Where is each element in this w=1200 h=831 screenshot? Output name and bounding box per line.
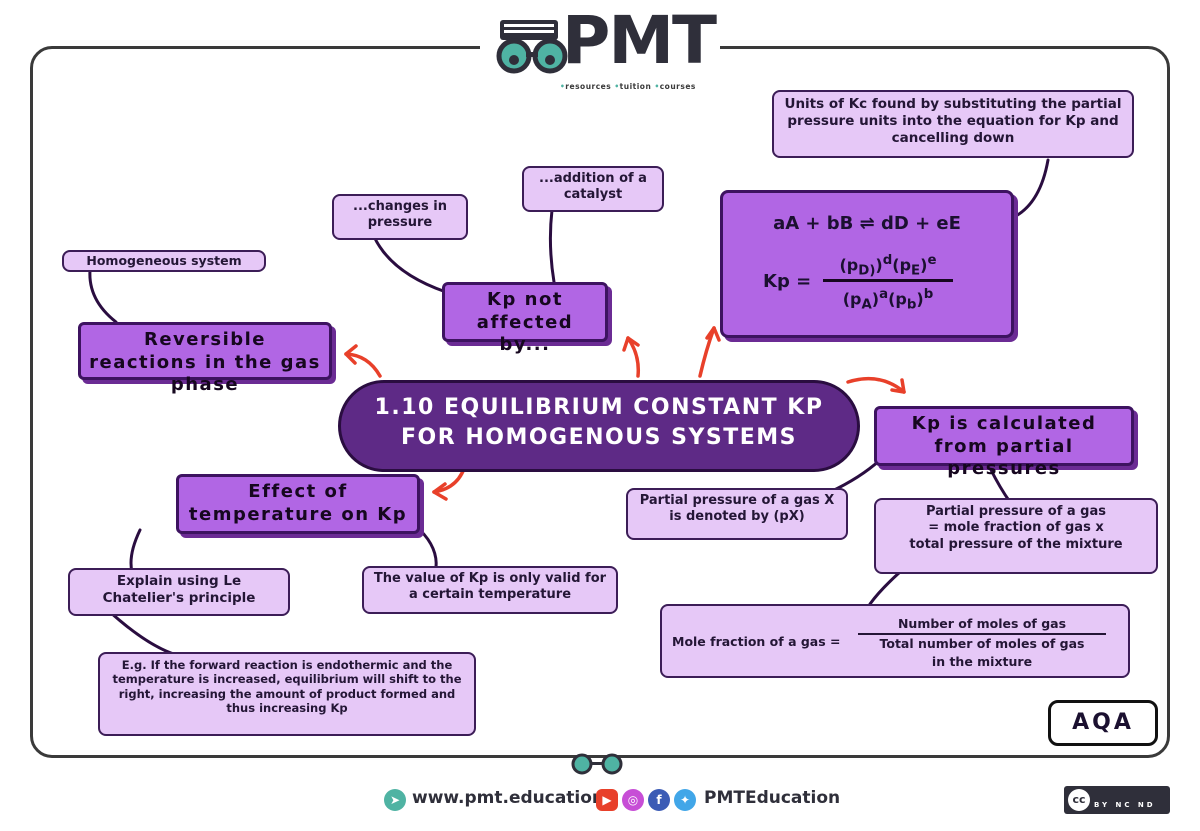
- kp-denominator: (pA)a(pb)b: [842, 287, 934, 313]
- reaction-equation: aA + bB ⇌ dD + eE: [773, 213, 961, 234]
- units-of-kc-note: Units of Kc found by substituting the pa…: [772, 90, 1134, 158]
- kp-equation-box: aA + bB ⇌ dD + eE Kp = (pD))d(pE)e (pA)a…: [720, 190, 1014, 338]
- fraction-bar: [823, 279, 953, 282]
- partial-pressures-box: Kp is calculated from partial pressures: [874, 406, 1134, 479]
- glasses-icon: [571, 753, 623, 775]
- website-link[interactable]: www.pmt.education: [412, 788, 605, 808]
- pmt-logo-glasses-icon: [496, 20, 568, 74]
- cursor-icon: ➤: [384, 789, 406, 811]
- mole-fraction-note: Mole fraction of a gas = Number of moles…: [660, 604, 1130, 678]
- instagram-icon[interactable]: ◎: [622, 789, 644, 811]
- reversible-reactions-box: Reversible reactions in the gas phase: [78, 322, 332, 395]
- endothermic-example-note: E.g. If the forward reaction is endother…: [98, 652, 476, 736]
- logo-tagline: •resources •tuition •courses: [560, 82, 696, 91]
- twitter-icon[interactable]: ✦: [674, 789, 696, 811]
- logo-text: PMT: [562, 2, 717, 79]
- youtube-icon[interactable]: ▶: [596, 789, 618, 811]
- valid-temperature-note: The value of Kp is only valid for a cert…: [362, 566, 618, 614]
- facebook-icon[interactable]: f: [648, 789, 670, 811]
- le-chatelier-note: Explain using Le Chatelier's principle: [68, 568, 290, 616]
- central-topic-line2: FOR HOMOGENOUS SYSTEMS: [401, 424, 797, 450]
- partial-pressure-denoted-note: Partial pressure of a gas X is denoted b…: [626, 488, 848, 540]
- central-topic-line1: 1.10 EQUILIBRIUM CONSTANT KP: [374, 395, 824, 420]
- cc-license-icon: cc BY NC ND: [1064, 786, 1170, 814]
- temperature-effect-box: Effect of temperature on Kp: [176, 474, 420, 534]
- exam-board-badge: AQA: [1048, 700, 1158, 746]
- footer: ➤ www.pmt.education ▶ ◎ f ✦ PMTEducation…: [0, 778, 1200, 818]
- homogeneous-system-note: Homogeneous system: [62, 250, 266, 272]
- changes-in-pressure-note: ...changes in pressure: [332, 194, 468, 240]
- not-affected-box: Kp not affected by...: [442, 282, 608, 355]
- social-handle[interactable]: PMTEducation: [704, 788, 841, 808]
- catalyst-note: ...addition of a catalyst: [522, 166, 664, 212]
- partial-pressure-formula-note: Partial pressure of a gas = mole fractio…: [874, 498, 1158, 574]
- kp-numerator: (pD))d(pE)e: [839, 253, 937, 279]
- kp-label: Kp =: [763, 271, 812, 292]
- central-topic: 1.10 EQUILIBRIUM CONSTANT KP FOR HOMOGEN…: [338, 380, 860, 472]
